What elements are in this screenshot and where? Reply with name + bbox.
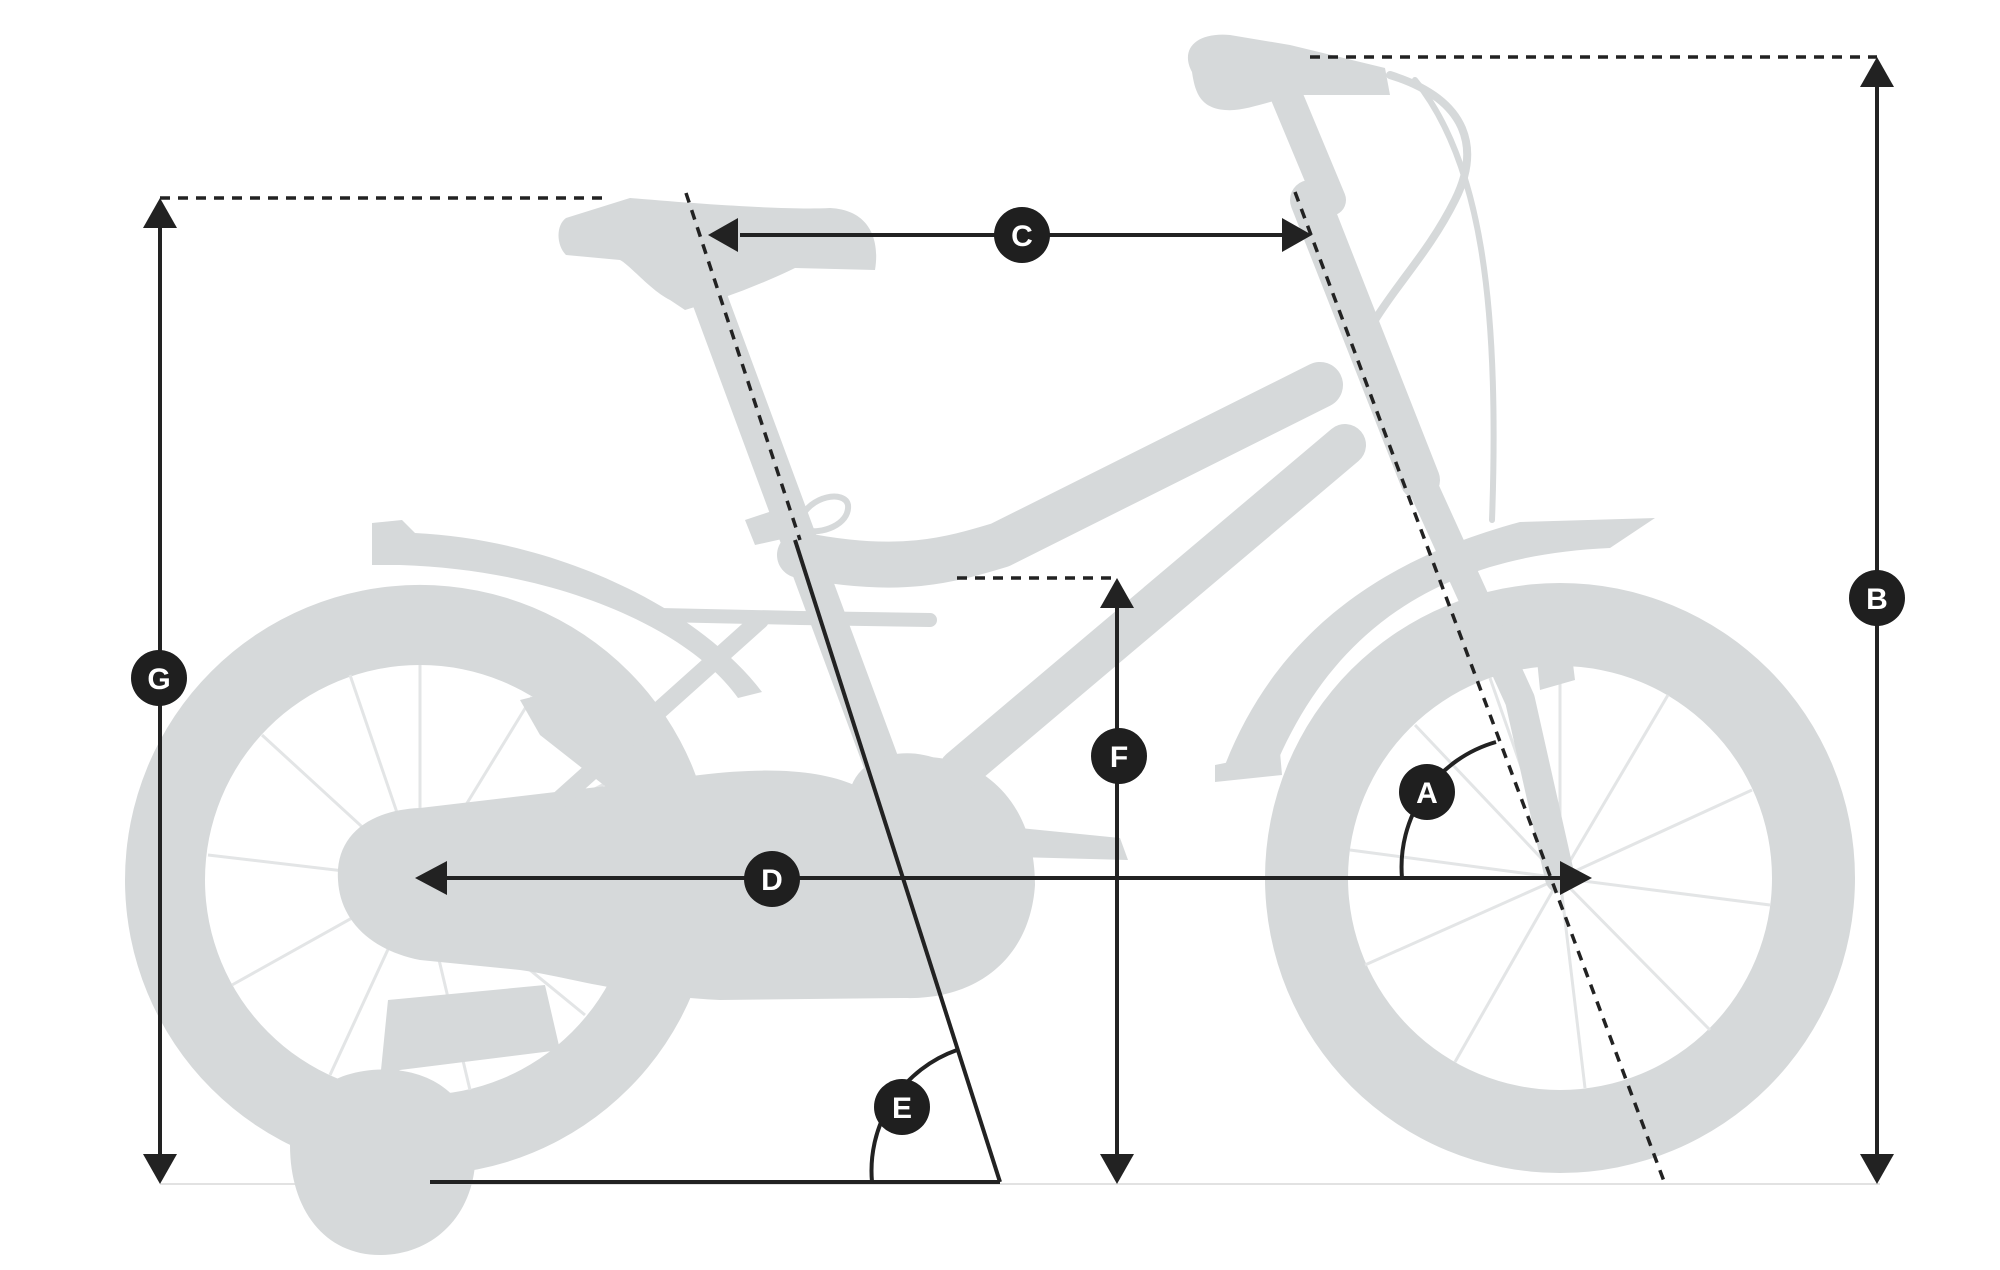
dimension-f-arrow-top <box>1100 578 1134 608</box>
seat-tube-axis <box>684 192 802 541</box>
dimension-c-arrow-right <box>1282 218 1312 252</box>
down-tube <box>939 424 1366 791</box>
front-fork <box>1405 465 1575 893</box>
rear-fender <box>372 520 762 698</box>
rear-brake-cable <box>653 608 937 627</box>
dimension-d-arrow-left <box>415 861 447 895</box>
training-wheel <box>290 1069 476 1255</box>
label-a-text: A <box>1416 777 1438 810</box>
front-brake-cable <box>1371 71 1472 324</box>
label-e-text: E <box>892 1092 912 1125</box>
seat-collar <box>745 505 800 545</box>
seat-clamp-lever <box>797 493 851 535</box>
handlebar-grip <box>1187 34 1390 111</box>
handlebar-stem <box>1264 64 1346 216</box>
dimension-f-arrow-bottom <box>1100 1154 1134 1184</box>
label-badge-e: E <box>874 1079 930 1135</box>
top-tube <box>777 362 1343 588</box>
dimension-g-arrow-bottom <box>143 1154 177 1184</box>
front-reflector <box>1535 640 1575 690</box>
front-brake-cable-2 <box>1412 77 1497 523</box>
dimension-g-arrow-top <box>143 198 177 228</box>
label-badge-a: A <box>1399 764 1455 820</box>
label-c-text: C <box>1011 220 1033 253</box>
seat-stay <box>461 611 769 889</box>
training-wheel-bracket <box>380 985 560 1080</box>
crank-arm <box>940 820 1128 860</box>
front-wheel-spokes <box>1349 666 1771 1089</box>
front-fender-tip <box>1215 752 1282 782</box>
saddle <box>558 198 877 310</box>
head-tube <box>1290 180 1440 500</box>
label-badge-f: F <box>1091 728 1147 784</box>
steering-axis <box>1293 191 1667 1185</box>
front-fender <box>1225 518 1655 765</box>
label-badge-d: D <box>744 851 800 907</box>
dimension-b-arrow-top <box>1860 57 1894 87</box>
label-d-text: D <box>761 864 783 897</box>
label-f-text: F <box>1110 741 1128 774</box>
label-g-text: G <box>147 663 170 696</box>
label-badge-c: C <box>994 207 1050 263</box>
dimension-b-arrow-bottom <box>1860 1154 1894 1184</box>
label-badge-b: B <box>1849 570 1905 626</box>
label-badge-g: G <box>131 650 187 706</box>
dimension-c-arrow-left <box>708 218 738 252</box>
dimension-d-arrow-right <box>1560 861 1592 895</box>
bottom-bracket <box>850 753 967 845</box>
label-b-text: B <box>1866 583 1888 616</box>
dimension-e-seat-tube-line <box>793 539 1002 1183</box>
